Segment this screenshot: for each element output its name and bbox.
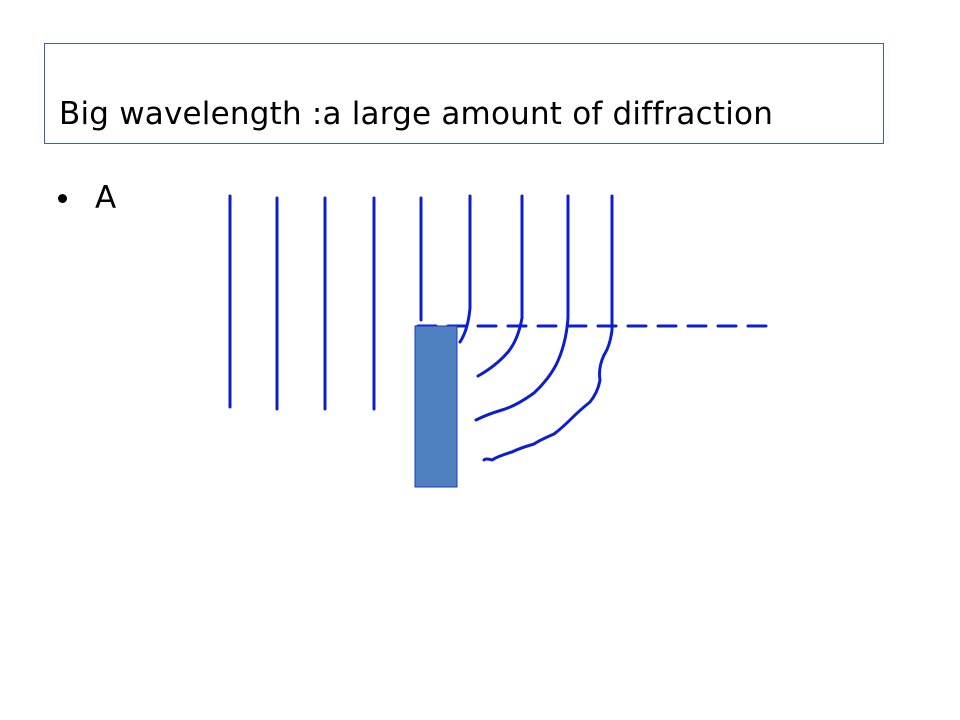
bullet-item: A (58, 180, 116, 216)
bullet-dot-icon (58, 193, 67, 203)
title-box: Big wavelength :a large amount of diffra… (44, 43, 884, 144)
slide-title: Big wavelength :a large amount of diffra… (59, 96, 774, 132)
diffracted-wavefront (482, 194, 614, 462)
barrier (414, 325, 458, 488)
diffracted-wavefront (476, 194, 524, 378)
diffracted-wavefront (458, 194, 472, 344)
diffracted-wavefront (474, 194, 570, 422)
bullet-text: A (95, 180, 117, 216)
